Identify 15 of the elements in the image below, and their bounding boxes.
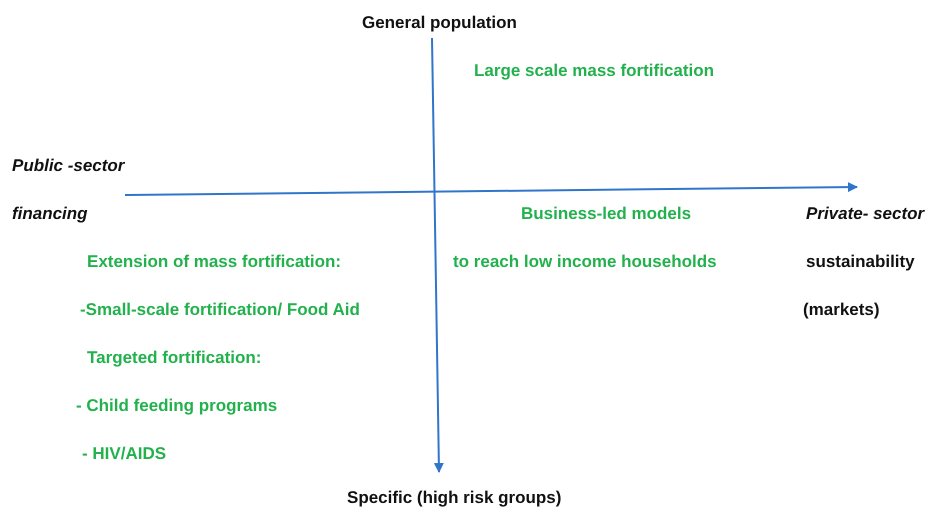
axis-end-label: sustainability [806, 252, 915, 272]
quadrant-text: Targeted fortification: [87, 348, 262, 368]
quadrant-text: - HIV/AIDS [82, 444, 166, 464]
quadrant-text: Large scale mass fortification [474, 61, 714, 81]
quadrant-text: Extension of mass fortification: [87, 252, 342, 272]
axis-end-label: Public -sector [12, 156, 124, 176]
axis-label: Specific (high risk groups) [347, 488, 562, 508]
quadrant-text: -Small-scale fortification/ Food Aid [80, 300, 360, 320]
quadrant-text: to reach low income households [453, 252, 717, 272]
axis-label: General population [362, 13, 517, 33]
axis-end-label: Private- sector [806, 204, 924, 224]
quadrant-text: - Child feeding programs [76, 396, 278, 416]
quadrant-text: Business-led models [521, 204, 692, 224]
axis-end-label: financing [12, 204, 88, 224]
axis-end-label: (markets) [803, 300, 880, 320]
